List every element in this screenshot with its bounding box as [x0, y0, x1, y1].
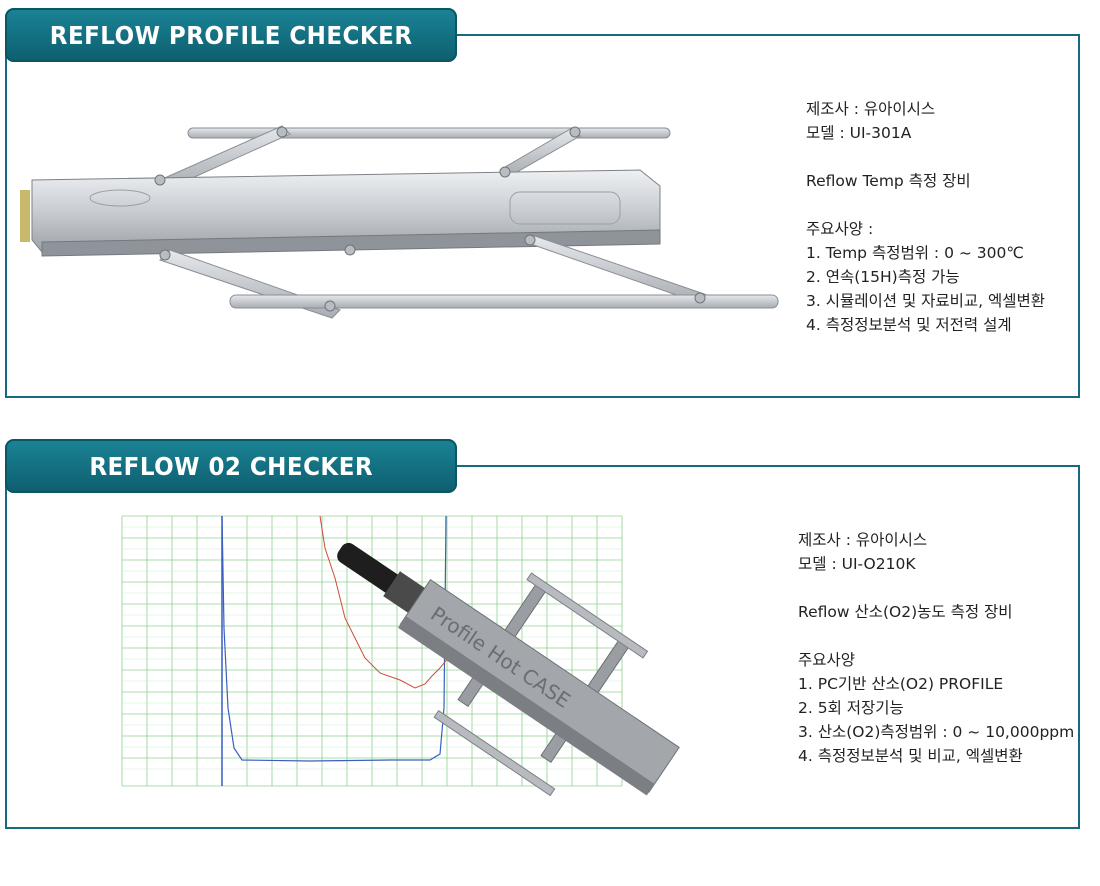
- o2-checker-device: Profile Hot CASE: [337, 542, 680, 797]
- product-image-reflow-profile-checker: [20, 110, 790, 340]
- section-title: REFLOW PROFILE CHECKER: [49, 20, 413, 50]
- manufacturer-text: 제조사 : 유아이시스: [806, 100, 936, 118]
- spec-item: 2. 연속(15H)측정 가능: [806, 268, 960, 286]
- specs-heading: 주요사양 :: [806, 220, 874, 238]
- spec-item: 3. 시뮬레이션 및 자료비교, 엑셀변환: [806, 292, 1046, 310]
- spec-item: 2. 5회 저장기능: [798, 699, 904, 717]
- description-text: Reflow Temp 측정 장비: [806, 172, 971, 190]
- model-text: 모델 : UI-O210K: [798, 555, 916, 573]
- spec-item: 4. 측정정보분석 및 저전력 설계: [806, 316, 1012, 334]
- graph-line-blue: [221, 515, 447, 762]
- model-text: 모델 : UI-301A: [806, 124, 912, 142]
- graph-grid: [121, 515, 623, 787]
- product-specs: 제조사 : 유아이시스 모델 : UI-301A Reflow Temp 측정 …: [806, 97, 1045, 337]
- spec-item: 1. Temp 측정범위 : 0 ~ 300℃: [806, 244, 1024, 262]
- spec-item: 1. PC기반 산소(O2) PROFILE: [798, 675, 1004, 693]
- product-image-reflow-o2-checker: Profile Hot CASE: [110, 508, 710, 798]
- spec-item: 3. 산소(O2)측정범위 : 0 ~ 10,000ppm: [798, 723, 1075, 741]
- spec-item: 4. 측정정보분석 및 비교, 엑셀변환: [798, 747, 1023, 765]
- device-illustration: [20, 125, 779, 319]
- manufacturer-text: 제조사 : 유아이시스: [798, 531, 928, 549]
- section-title-tab: REFLOW 02 CHECKER: [5, 439, 457, 493]
- profile-graph-and-device: Profile Hot CASE: [110, 508, 680, 798]
- graph-line-red: [319, 515, 449, 689]
- section-title: REFLOW 02 CHECKER: [89, 451, 373, 481]
- specs-heading: 주요사양: [798, 651, 856, 669]
- product-specs: 제조사 : 유아이시스 모델 : UI-O210K Reflow 산소(O2)농…: [798, 528, 1074, 768]
- description-text: Reflow 산소(O2)농도 측정 장비: [798, 603, 1013, 621]
- section-title-tab: REFLOW PROFILE CHECKER: [5, 8, 457, 62]
